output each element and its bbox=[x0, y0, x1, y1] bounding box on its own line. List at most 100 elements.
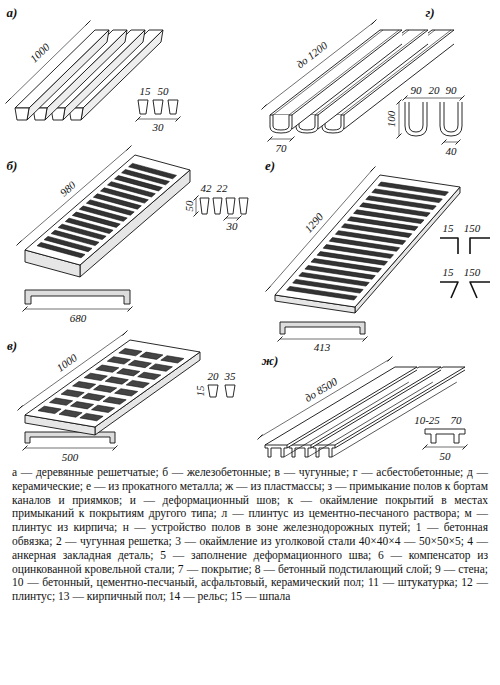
trough-end bbox=[270, 115, 292, 133]
channel-edge bbox=[443, 367, 465, 368]
slot bbox=[128, 360, 151, 367]
dimension-line bbox=[425, 447, 465, 448]
slot bbox=[71, 402, 94, 409]
slab-section bbox=[280, 322, 365, 334]
trough-edge bbox=[289, 30, 399, 115]
channel-body bbox=[265, 367, 417, 457]
dimension-line bbox=[399, 102, 400, 136]
slot bbox=[126, 380, 149, 387]
dimension-line bbox=[280, 339, 365, 340]
channel-end bbox=[265, 445, 287, 457]
dimension-label: 500 bbox=[62, 452, 79, 463]
dimension-label: 20 bbox=[208, 371, 219, 382]
dimension-tick bbox=[456, 140, 461, 145]
slot bbox=[161, 356, 184, 363]
dimension-label: 100 bbox=[386, 111, 397, 128]
slot bbox=[82, 393, 105, 400]
dimension-line bbox=[19, 148, 129, 243]
trough-body bbox=[270, 30, 402, 133]
angle-section bbox=[470, 282, 490, 298]
dimension-tick bbox=[258, 435, 263, 440]
trough-section bbox=[405, 102, 427, 136]
dimension-label: 15 bbox=[443, 223, 454, 234]
slot bbox=[73, 382, 96, 389]
angle-section bbox=[440, 282, 458, 298]
dimension-label: 15 bbox=[140, 86, 151, 97]
slot bbox=[80, 413, 103, 420]
dimension-label: 1290 bbox=[303, 211, 326, 235]
dimension-tick bbox=[128, 307, 133, 312]
dimension-label: 70 bbox=[451, 415, 462, 426]
dimension-label: 15 bbox=[195, 386, 206, 397]
rib-section bbox=[213, 198, 222, 214]
dimension-tick bbox=[86, 21, 91, 26]
dimension-tick bbox=[127, 146, 132, 151]
dimension-tick bbox=[23, 446, 28, 451]
panel-letter: е) bbox=[265, 159, 275, 172]
slot bbox=[138, 372, 161, 379]
dimension-tick bbox=[18, 406, 23, 411]
slot bbox=[119, 349, 142, 356]
dimension-tick bbox=[463, 445, 468, 450]
dimension-label: 40 bbox=[446, 146, 457, 157]
channel-end bbox=[313, 445, 335, 457]
slot bbox=[50, 398, 73, 405]
dimension-label: 90 bbox=[446, 85, 457, 96]
dimension-tick bbox=[403, 96, 408, 101]
dimension-line bbox=[25, 309, 130, 310]
dimension-label: 15 bbox=[443, 267, 454, 278]
angle-section bbox=[470, 238, 490, 254]
trough-end bbox=[273, 115, 289, 130]
slot bbox=[149, 364, 172, 371]
dimension-line bbox=[138, 119, 178, 120]
dimension-label: 50 bbox=[184, 201, 195, 212]
grate-drawing bbox=[6, 20, 468, 458]
dimension-tick bbox=[23, 307, 28, 312]
channel-section bbox=[425, 429, 465, 443]
panel-letter: ж) bbox=[262, 354, 279, 367]
slot bbox=[92, 405, 115, 412]
bar-section bbox=[168, 100, 178, 114]
dimension-tick bbox=[262, 105, 267, 110]
dimension-label: 70 bbox=[276, 143, 287, 154]
slot bbox=[38, 406, 61, 413]
rib-section bbox=[226, 198, 235, 214]
dimension-label: 413 bbox=[314, 342, 331, 353]
slot bbox=[59, 410, 82, 417]
panel-letter: в) bbox=[7, 339, 17, 352]
dimension-line bbox=[268, 169, 373, 289]
dimension-tick bbox=[176, 117, 181, 122]
dimension-tick bbox=[113, 446, 118, 451]
slot bbox=[107, 357, 130, 364]
slot bbox=[378, 182, 448, 196]
channel-edge bbox=[287, 367, 417, 445]
dimension-tick bbox=[268, 137, 273, 142]
dimension-tick bbox=[290, 137, 295, 142]
dimension-tick bbox=[397, 134, 402, 139]
concrete-grate bbox=[25, 155, 190, 265]
panel-letter: б) bbox=[7, 159, 18, 172]
wood-bar bbox=[15, 30, 109, 108]
bar-section bbox=[153, 100, 163, 114]
trough-section-inner bbox=[444, 102, 458, 132]
slot bbox=[117, 369, 140, 376]
dimension-label: 20 bbox=[429, 85, 440, 96]
wood-bar bbox=[15, 108, 29, 120]
dimension-label: 50 bbox=[158, 86, 169, 97]
dimension-tick bbox=[123, 331, 128, 336]
trough-edge bbox=[273, 30, 383, 115]
channel-edge bbox=[265, 367, 395, 445]
dimension-label: 1000 bbox=[28, 41, 51, 64]
dimension-label: 150 bbox=[464, 223, 481, 234]
trough-edge bbox=[406, 30, 428, 31]
dimension-line bbox=[8, 23, 88, 101]
dimension-tick bbox=[17, 241, 22, 246]
dimension-label: 30 bbox=[227, 221, 238, 232]
rib-section bbox=[208, 385, 218, 397]
trough-edge bbox=[432, 30, 454, 31]
dimension-line bbox=[264, 22, 374, 107]
dimension-label: 1000 bbox=[55, 352, 79, 374]
dimension-tick bbox=[194, 212, 199, 217]
slot bbox=[103, 397, 126, 404]
wood-bar bbox=[27, 30, 109, 120]
